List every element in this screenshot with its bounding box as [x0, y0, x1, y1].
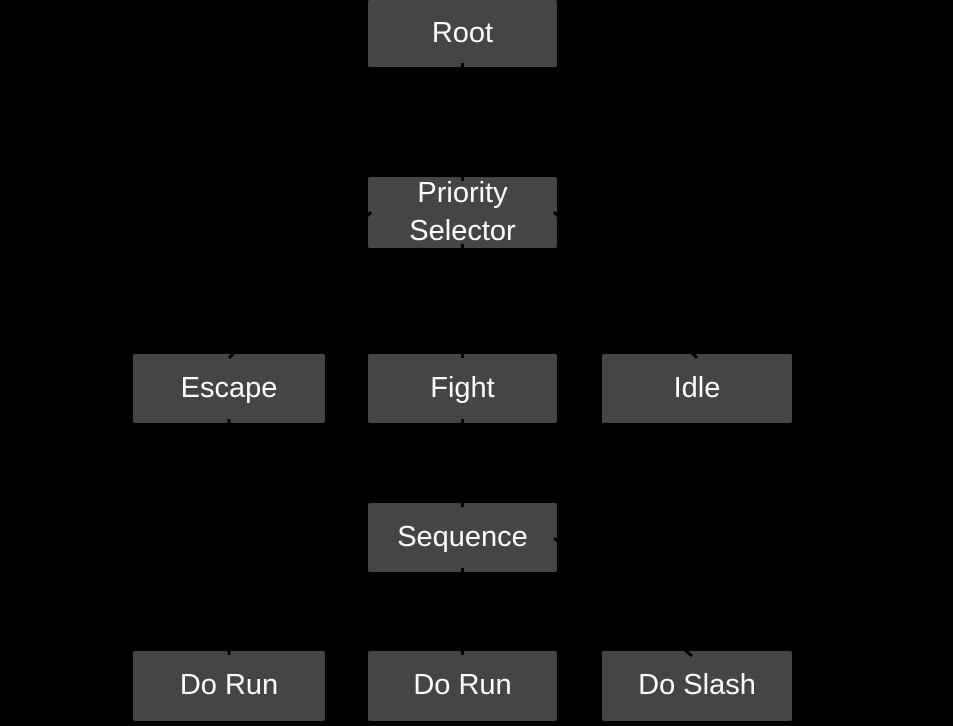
edge-sequence-do-slash [553, 536, 693, 658]
node-fight-label: Fight [430, 371, 495, 404]
node-do-slash-label: Do Slash [638, 669, 756, 702]
node-priority-selector-label: Priority Selector [409, 176, 516, 247]
node-root: Root [368, 0, 557, 67]
node-idle: Idle [602, 354, 792, 423]
node-sequence-label: Sequence [397, 520, 528, 553]
node-do-run-left-label: Do Run [179, 669, 279, 702]
node-escape-label: Escape [180, 371, 278, 404]
edge-priority-selector-escape [227, 210, 373, 360]
node-idle-label: Idle [673, 371, 721, 404]
node-priority-selector: Priority Selector [368, 177, 557, 248]
node-do-run-middle: Do Run [368, 651, 557, 721]
node-root-label: Root [431, 16, 494, 49]
edge-priority-selector-idle [552, 210, 699, 360]
node-do-run-left: Do Run [133, 651, 325, 721]
node-escape: Escape [133, 354, 325, 423]
node-sequence: Sequence [368, 503, 557, 572]
node-fight: Fight [368, 354, 557, 423]
node-do-run-middle-label: Do Run [413, 669, 512, 702]
node-do-slash: Do Slash [602, 651, 792, 721]
